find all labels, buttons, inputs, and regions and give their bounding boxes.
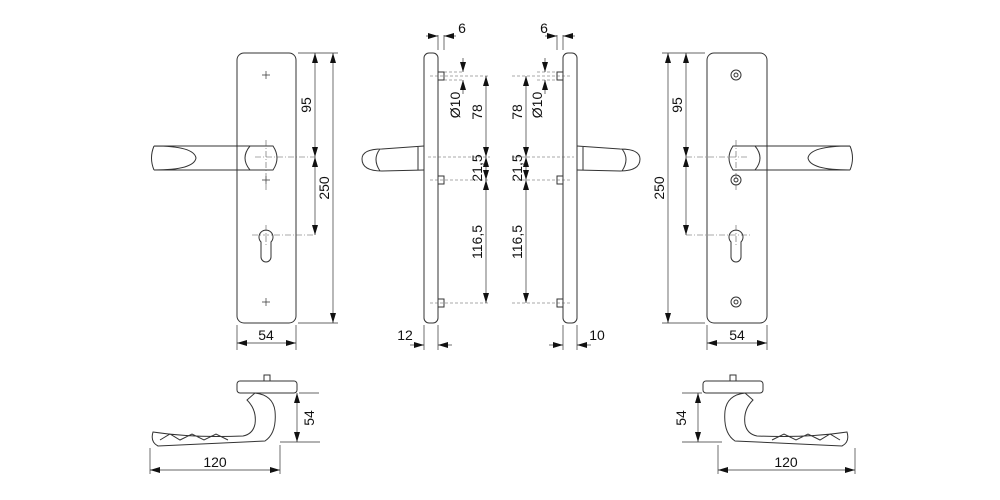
dim-54: 54 — [673, 410, 689, 426]
lever-handle — [151, 145, 278, 171]
lever — [724, 392, 849, 447]
dim-6: 6 — [458, 20, 466, 36]
keyhole — [258, 229, 274, 263]
dim-78: 78 — [509, 104, 525, 120]
dim-6: 6 — [540, 20, 548, 36]
dim-120: 120 — [774, 454, 798, 470]
side-view-right: 6 Ø10 78 21,5 116,5 10 — [509, 20, 641, 350]
dim-54: 54 — [729, 327, 745, 343]
lever-side — [361, 145, 425, 172]
backplate-side — [423, 52, 439, 324]
lever-handle — [728, 145, 853, 171]
dim-95: 95 — [669, 97, 685, 113]
dim-78: 78 — [469, 104, 485, 120]
lever — [151, 392, 276, 447]
lever-side — [576, 145, 641, 172]
dim-250: 250 — [651, 176, 667, 200]
backplate — [236, 52, 297, 324]
backplate — [706, 52, 768, 324]
lever-top-view-left: 54 120 — [149, 374, 320, 474]
lever-top-view-right: 54 120 — [673, 374, 856, 474]
dim-21-5: 21,5 — [509, 154, 525, 181]
dim-54: 54 — [258, 327, 274, 343]
keyhole — [728, 229, 744, 263]
front-view-right: 95 250 54 — [651, 52, 853, 350]
dim-250: 250 — [316, 176, 332, 200]
dim-116-5: 116,5 — [469, 225, 485, 259]
dim-diameter-10: Ø10 — [447, 92, 463, 119]
dim-54: 54 — [301, 410, 317, 426]
front-view-left: 95 250 54 — [151, 52, 338, 350]
screw-cross-icon — [262, 71, 270, 306]
dim-95: 95 — [298, 97, 314, 113]
dim-10: 10 — [589, 327, 605, 343]
dim-116-5: 116,5 — [509, 225, 525, 259]
dim-diameter-10: Ø10 — [529, 92, 545, 119]
rose — [702, 380, 764, 394]
dim-120: 120 — [203, 454, 227, 470]
dim-12: 12 — [397, 327, 413, 343]
side-view-left: 6 Ø10 78 21,5 116,5 12 — [361, 20, 490, 350]
backplate-side — [562, 52, 578, 324]
dim-21-5: 21,5 — [469, 154, 485, 181]
rose — [236, 380, 298, 394]
